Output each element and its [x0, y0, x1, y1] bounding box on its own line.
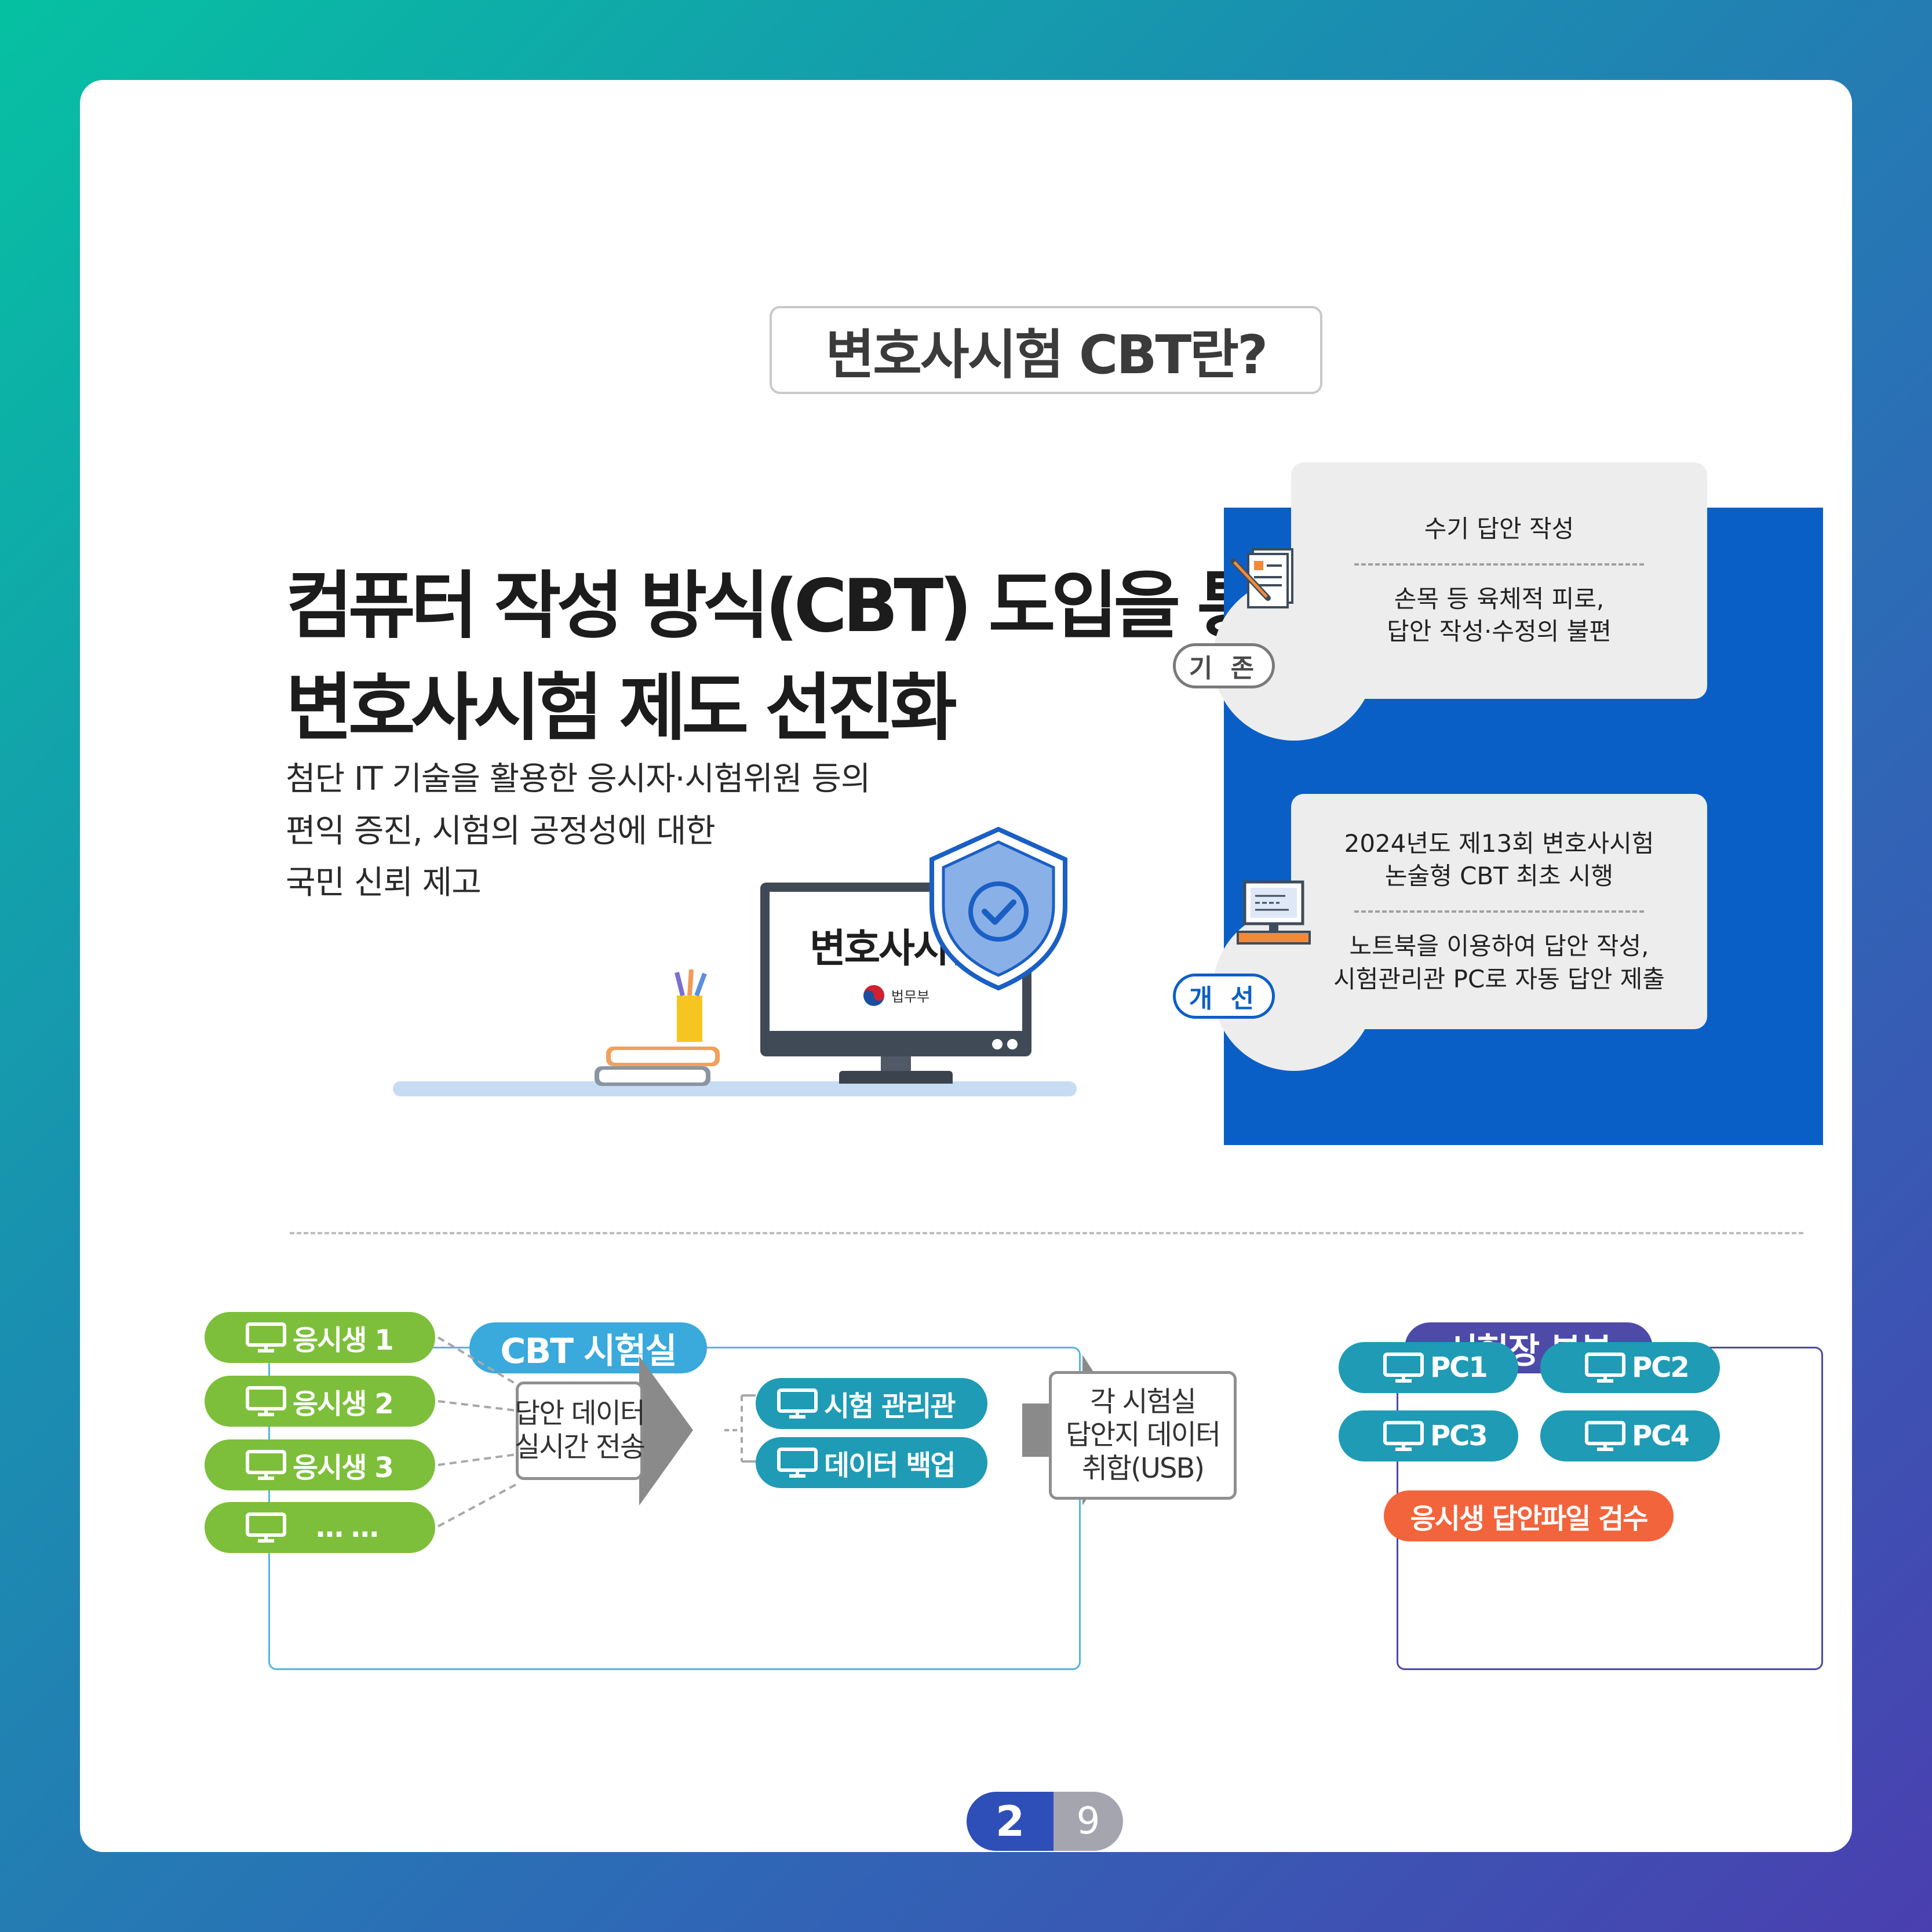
desk: [393, 1081, 1077, 1096]
monitor-icon: [777, 1448, 818, 1478]
old-method-desc-2: 답안 작성·수정의 불편: [1387, 617, 1612, 646]
transfer-line-1: 답안 데이터: [514, 1397, 646, 1430]
monitor-icon: [1383, 1421, 1424, 1451]
monitor-icon: [1585, 1421, 1625, 1451]
candidate-2: 응시생 2: [205, 1376, 435, 1427]
monitor-icon: [1383, 1353, 1424, 1383]
exam-admin: 시험 관리관: [756, 1378, 987, 1429]
new-tag: 개 선: [1173, 974, 1275, 1019]
candidate-label: … …: [316, 1511, 379, 1544]
subtext-line-1: 첨단 IT 기술을 활용한 응시자·시험위원 등의: [286, 760, 870, 798]
usb-collect-box: 각 시험실 답안지 데이터 취합(USB): [1049, 1371, 1237, 1500]
new-method-title-2: 논술형 CBT 최초 시행: [1384, 862, 1614, 891]
divider: [1354, 563, 1644, 566]
new-method-desc-2: 시험관리관 PC로 자동 답안 제출: [1333, 964, 1665, 993]
old-method-title: 수기 답안 작성: [1424, 514, 1574, 543]
content-card: 변호사시험 CBT란? 컴퓨터 작성 방식(CBT) 도입을 통한 변호사시험 …: [80, 80, 1852, 1852]
monitor-button: [1007, 1039, 1018, 1049]
admin-label: 시험 관리관: [824, 1390, 956, 1423]
pc-label: PC4: [1632, 1420, 1690, 1452]
monitor-icon: [246, 1322, 286, 1353]
shield-check-icon: [929, 826, 1067, 991]
review-badge: 응시생 답안파일 검수: [1384, 1490, 1674, 1541]
candidate-1: 응시생 1: [205, 1312, 435, 1363]
transfer-line-2: 실시간 전송: [514, 1431, 646, 1463]
laptop-icon: [1237, 880, 1311, 945]
books-pencil-cup-icon: [595, 969, 720, 1086]
section-divider: [290, 1232, 1803, 1234]
candidate-label: 응시생 3: [293, 1452, 394, 1484]
monitor-icon: [246, 1450, 286, 1480]
headline-line-1: 컴퓨터 작성 방식(CBT) 도입을 통한: [286, 563, 1326, 648]
divider: [1354, 910, 1644, 913]
backup-label: 데이터 백업: [824, 1449, 956, 1482]
pc-4: PC4: [1540, 1410, 1720, 1461]
pc-label: PC1: [1430, 1351, 1488, 1384]
taeguk-icon: [863, 985, 884, 1006]
old-tag: 기 존: [1173, 643, 1275, 688]
handwriting-document-icon: [1230, 548, 1293, 608]
monitor-icon: [777, 1388, 818, 1419]
new-method-title-1: 2024년도 제13회 변호사시험: [1344, 829, 1654, 858]
ministry-name: 법무부: [891, 989, 930, 1005]
old-method-box: 수기 답안 작성 손목 등 육체적 피로, 답안 작성·수정의 불편: [1291, 462, 1707, 699]
monitor-icon: [246, 1512, 286, 1543]
monitor-stand: [881, 1056, 911, 1073]
new-method-desc-1: 노트북을 이용하여 답안 작성,: [1349, 932, 1649, 960]
monitor-button: [992, 1039, 1003, 1049]
pc-label: PC2: [1632, 1351, 1690, 1384]
candidate-label: 응시생 2: [293, 1388, 394, 1420]
total-pages: 9: [1054, 1792, 1123, 1851]
collect-line-3: 취합(USB): [1081, 1452, 1205, 1485]
page-title: 변호사시험 CBT란?: [770, 306, 1322, 394]
collect-line-1: 각 시험실: [1090, 1385, 1197, 1418]
data-backup: 데이터 백업: [756, 1437, 987, 1488]
old-method-desc-1: 손목 등 육체적 피로,: [1394, 584, 1605, 613]
subtext-line-2: 편익 증진, 시험의 공정성에 대한: [286, 812, 716, 850]
candidate-3: 응시생 3: [205, 1439, 435, 1490]
candidate-more: … …: [205, 1502, 435, 1553]
monitor-icon: [1585, 1353, 1625, 1383]
monitor-icon: [246, 1386, 286, 1416]
collect-line-2: 답안지 데이터: [1065, 1419, 1221, 1452]
subtext: 첨단 IT 기술을 활용한 응시자·시험위원 등의 편익 증진, 시험의 공정성…: [286, 753, 1039, 909]
cbt-room-title: CBT 시험실: [469, 1322, 707, 1373]
headline-line-2: 변호사시험 제도 선진화: [286, 665, 957, 751]
subtext-line-3: 국민 신뢰 제고: [286, 864, 482, 902]
pc-1: PC1: [1339, 1342, 1518, 1393]
candidate-label: 응시생 1: [293, 1324, 394, 1357]
page-indicator: 2 9: [967, 1792, 1123, 1851]
realtime-transfer-box: 답안 데이터 실시간 전송: [514, 1381, 646, 1480]
pc-3: PC3: [1339, 1410, 1518, 1461]
pc-label: PC3: [1430, 1420, 1488, 1452]
ministry-logo: 법무부: [862, 984, 929, 1007]
headline: 컴퓨터 작성 방식(CBT) 도입을 통한 변호사시험 제도 선진화: [286, 555, 1326, 760]
new-method-box: 2024년도 제13회 변호사시험 논술형 CBT 최초 시행 노트북을 이용하…: [1291, 794, 1707, 1029]
pc-2: PC2: [1540, 1342, 1720, 1393]
monitor-base: [839, 1071, 953, 1084]
current-page: 2: [967, 1792, 1054, 1851]
